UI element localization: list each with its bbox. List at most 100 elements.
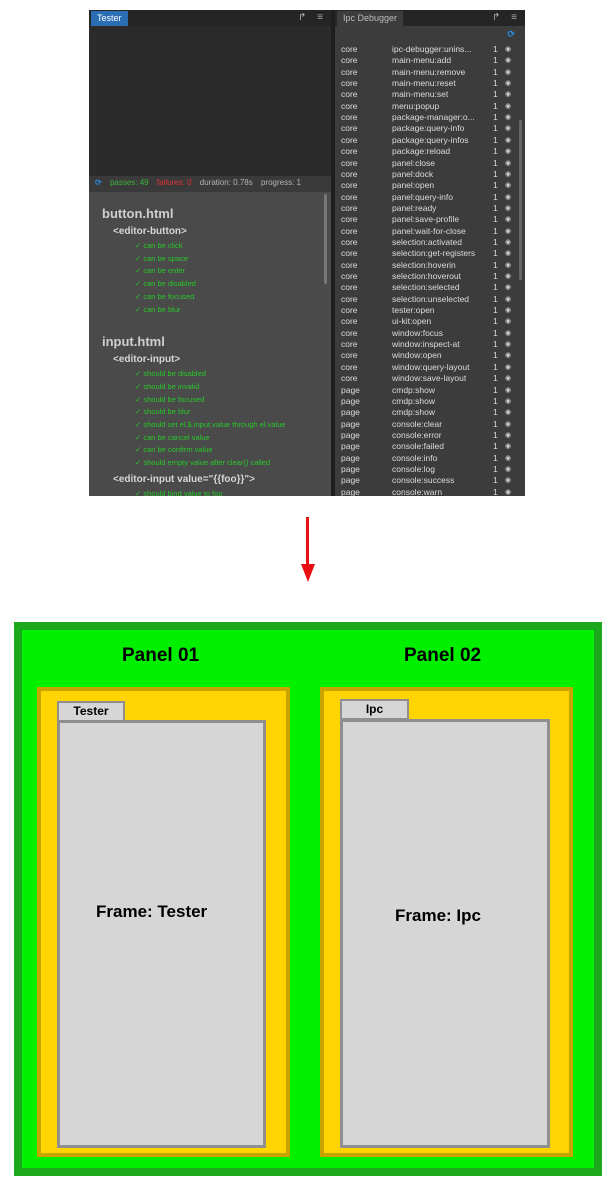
eye-icon[interactable]: ◉ [505,363,512,371]
checkmark-icon: ✓ [135,241,144,250]
refresh-icon[interactable]: ⟳ [95,178,102,187]
eye-icon[interactable]: ◉ [505,341,512,349]
eye-icon[interactable]: ◉ [505,80,512,88]
eye-icon[interactable]: ◉ [505,204,512,212]
ipc-row-count: 1 [493,55,498,66]
refresh-icon[interactable]: ⟳ [507,29,515,39]
tab-tester[interactable]: Tester [91,11,128,26]
eye-icon[interactable]: ◉ [505,238,512,246]
eye-icon[interactable]: ◉ [505,114,512,122]
eye-icon[interactable]: ◉ [505,454,512,462]
eye-icon[interactable]: ◉ [505,216,512,224]
eye-icon[interactable]: ◉ [505,68,512,76]
eye-icon[interactable]: ◉ [505,125,512,133]
ipc-row-message: window:open [392,350,442,361]
eye-icon[interactable]: ◉ [505,182,512,190]
ipc-tab-icons[interactable]: ↱ ≡ [492,12,521,23]
eye-icon[interactable]: ◉ [505,261,512,269]
eye-icon[interactable]: ◉ [505,420,512,428]
eye-icon[interactable]: ◉ [505,227,512,235]
eye-icon[interactable]: ◉ [505,193,512,201]
tab-ipc-debugger[interactable]: Ipc Debugger [337,11,404,26]
panel-divider[interactable] [331,10,335,496]
eye-icon[interactable]: ◉ [505,318,512,326]
eye-icon[interactable]: ◉ [505,91,512,99]
eye-icon[interactable]: ◉ [505,329,512,337]
test-results[interactable]: button.html<editor-button>✓ can be click… [89,192,331,496]
eye-icon[interactable]: ◉ [505,46,512,53]
eye-icon[interactable]: ◉ [505,443,512,451]
eye-icon[interactable]: ◉ [505,409,512,417]
eye-icon[interactable]: ◉ [505,488,512,496]
eye-icon[interactable]: ◉ [505,352,512,360]
eye-icon[interactable]: ◉ [505,273,512,280]
test-label: should be invalid [143,381,200,391]
results-scrollbar[interactable] [324,194,327,284]
eye-icon[interactable]: ◉ [505,386,512,394]
tester-tab-icons[interactable]: ↱ ≡ [298,12,327,23]
eye-icon[interactable]: ◉ [505,250,512,258]
eye-icon[interactable]: ◉ [505,284,512,292]
eye-icon[interactable]: ◉ [505,307,512,315]
eye-icon[interactable]: ◉ [505,477,512,485]
test-item: ✓ should empty value after clear() calle… [135,458,270,467]
ipc-row-message: selection:hoverin [392,259,456,270]
eye-icon[interactable]: ◉ [505,136,512,144]
eye-icon[interactable]: ◉ [505,159,512,167]
eye-icon[interactable]: ◉ [505,57,512,65]
eye-icon[interactable]: ◉ [505,397,512,405]
eye-icon[interactable]: ◉ [505,375,512,383]
eye-icon[interactable]: ◉ [505,295,512,303]
eye-icon[interactable]: ◉ [505,431,512,439]
ipc-scrollbar[interactable] [519,120,522,280]
eye-icon[interactable]: ◉ [505,170,512,178]
ipc-row-category: core [341,282,358,293]
eye-icon[interactable]: ◉ [505,102,512,110]
ipc-row-count: 1 [493,259,498,270]
eye-icon[interactable]: ◉ [505,465,512,473]
eye-icon[interactable]: ◉ [505,148,512,156]
duration-text: duration: 0.78s [199,178,253,187]
